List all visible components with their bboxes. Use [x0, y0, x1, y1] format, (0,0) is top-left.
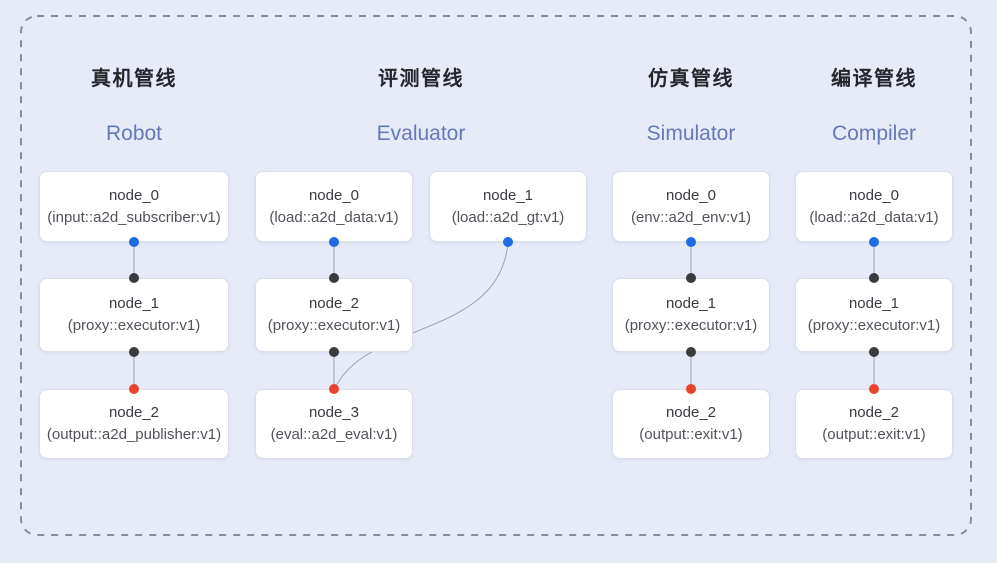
pipeline-title-simulator-zh: 仿真管线 — [648, 68, 734, 90]
robot-node-0: node_0 (input::a2d_subscriber:v1) — [39, 171, 229, 242]
node-type: (proxy::executor:v1) — [67, 317, 201, 334]
node-name: node_2 — [308, 295, 360, 312]
node-type: (output::exit:v1) — [822, 426, 926, 443]
node-name: node_0 — [308, 186, 360, 204]
pipeline-title-compiler-zh: 编译管线 — [831, 68, 917, 90]
node-name: node_2 — [848, 404, 900, 421]
compiler-node-0-out-port-dot — [869, 237, 879, 247]
evaluator-node-3-in-port-dot — [329, 384, 339, 394]
evaluator-node-0: node_0 (load::a2d_data:v1) — [255, 171, 413, 242]
node-type: (load::a2d_data:v1) — [269, 208, 399, 226]
pipeline-title-compiler-en: Compiler — [831, 122, 917, 145]
compiler-node-1-top-port-dot — [869, 273, 879, 283]
evaluator-node-2-bottom-port-dot — [329, 347, 339, 357]
pipeline-title-evaluator-en: Evaluator — [376, 122, 466, 145]
node-type: (output::a2d_publisher:v1) — [46, 426, 222, 443]
node-type: (output::exit:v1) — [639, 426, 743, 443]
simulator-node-0: node_0 (env::a2d_env:v1) — [612, 171, 770, 242]
pipeline-title-robot-zh: 真机管线 — [91, 68, 177, 90]
node-name: node_1 — [482, 186, 534, 204]
robot-node-1-bottom-port-dot — [129, 347, 139, 357]
node-name: node_1 — [108, 295, 160, 312]
simulator-node-1: node_1 (proxy::executor:v1) — [612, 278, 770, 352]
simulator-node-1-top-port-dot — [686, 273, 696, 283]
node-name: node_0 — [108, 186, 160, 204]
node-name: node_1 — [848, 295, 900, 312]
node-name: node_2 — [108, 404, 160, 421]
pipeline-title-simulator-en: Simulator — [646, 122, 736, 145]
edge-eval-n1-n3-curve — [334, 241, 509, 389]
compiler-node-2: node_2 (output::exit:v1) — [795, 389, 953, 459]
robot-node-2: node_2 (output::a2d_publisher:v1) — [39, 389, 229, 459]
node-type: (load::a2d_gt:v1) — [451, 208, 565, 226]
node-name: node_2 — [665, 404, 717, 421]
evaluator-node-2: node_2 (proxy::executor:v1) — [255, 278, 413, 352]
simulator-node-0-out-port-dot — [686, 237, 696, 247]
compiler-node-2-in-port-dot — [869, 384, 879, 394]
pipeline-title-robot-en: Robot — [105, 122, 163, 145]
node-type: (env::a2d_env:v1) — [630, 208, 752, 226]
evaluator-node-0-out-port-dot — [329, 237, 339, 247]
robot-node-1: node_1 (proxy::executor:v1) — [39, 278, 229, 352]
node-type: (eval::a2d_eval:v1) — [270, 426, 398, 443]
node-type: (load::a2d_data:v1) — [809, 208, 939, 226]
node-name: node_0 — [665, 186, 717, 204]
robot-node-2-in-port-dot — [129, 384, 139, 394]
simulator-node-1-bottom-port-dot — [686, 347, 696, 357]
robot-node-0-out-port-dot — [129, 237, 139, 247]
compiler-node-0: node_0 (load::a2d_data:v1) — [795, 171, 953, 242]
robot-node-1-top-port-dot — [129, 273, 139, 283]
evaluator-node-1-out-port-dot — [503, 237, 513, 247]
node-name: node_0 — [848, 186, 900, 204]
evaluator-node-3: node_3 (eval::a2d_eval:v1) — [255, 389, 413, 459]
evaluator-node-1: node_1 (load::a2d_gt:v1) — [429, 171, 587, 242]
compiler-node-1: node_1 (proxy::executor:v1) — [795, 278, 953, 352]
node-name: node_3 — [308, 404, 360, 421]
evaluator-node-2-top-port-dot — [329, 273, 339, 283]
node-type: (input::a2d_subscriber:v1) — [47, 208, 221, 226]
node-type: (proxy::executor:v1) — [807, 317, 941, 334]
pipeline-title-evaluator-zh: 评测管线 — [378, 68, 464, 90]
compiler-node-1-bottom-port-dot — [869, 347, 879, 357]
node-name: node_1 — [665, 295, 717, 312]
simulator-node-2: node_2 (output::exit:v1) — [612, 389, 770, 459]
simulator-node-2-in-port-dot — [686, 384, 696, 394]
node-type: (proxy::executor:v1) — [267, 317, 401, 334]
node-type: (proxy::executor:v1) — [624, 317, 758, 334]
